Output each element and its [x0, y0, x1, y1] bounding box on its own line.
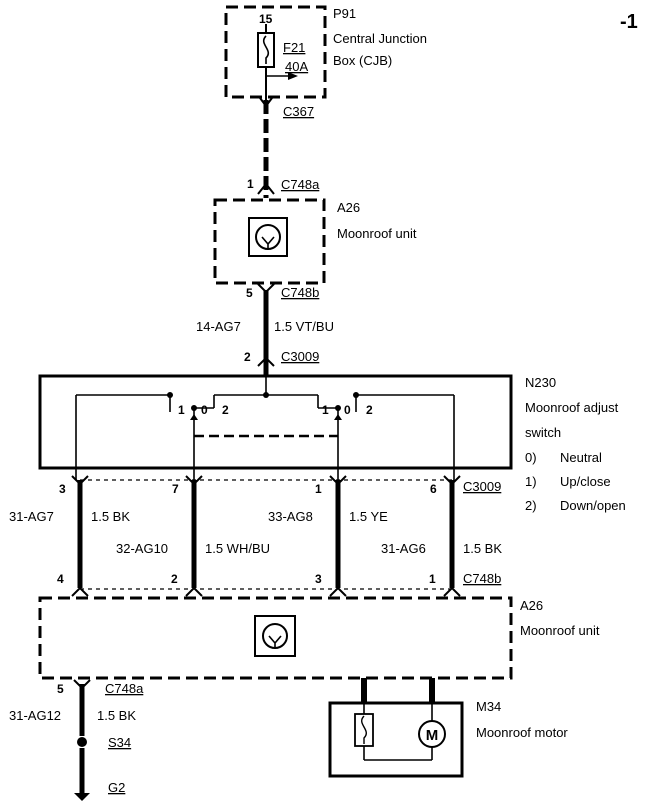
wires-conn-top: C3009	[463, 479, 501, 494]
a26-bottom-name: Moonroof unit	[520, 623, 600, 638]
switch-pos-2-left: 2	[222, 403, 229, 417]
ground-conn: C748a	[105, 681, 144, 696]
wire-4-circuit: 31-AG6	[381, 541, 426, 556]
junction-dot	[263, 392, 269, 398]
legend-num-1: 1)	[525, 474, 537, 489]
switch-pos-2-right: 2	[366, 403, 373, 417]
motor-ref: M34	[476, 699, 501, 714]
switch-pos-0-right: 0	[344, 403, 351, 417]
wire-1-pin-top: 3	[59, 482, 66, 496]
switch-pos-0-left: 0	[201, 403, 208, 417]
ground-spec: 1.5 BK	[97, 708, 136, 723]
cjb-pin: 15	[259, 12, 273, 26]
a26-top-ref: A26	[337, 200, 360, 215]
cjb-name-2: Box (CJB)	[333, 53, 392, 68]
switch-legend: 0) Neutral 1) Up/close 2) Down/open	[525, 450, 626, 513]
page-marker: -1	[620, 11, 638, 33]
wire-feed-spec: 1.5 VT/BU	[274, 319, 334, 334]
wire-3-spec: 1.5 YE	[349, 509, 388, 524]
ground-pin: 5	[57, 682, 64, 696]
fuse-id: F21	[283, 40, 305, 55]
fuse-element	[262, 35, 270, 64]
legend-text-2: Down/open	[560, 498, 626, 513]
a26-top-pin-out: 5	[246, 286, 253, 300]
switch-conn-in: C3009	[281, 349, 319, 364]
a26-top-box	[213, 198, 326, 285]
wire-3-circuit: 33-AG8	[268, 509, 313, 524]
wire-1-circuit: 31-AG7	[9, 509, 54, 524]
switch-internal	[75, 376, 455, 480]
splice-dot	[77, 737, 87, 747]
switch-pos-1-right: 1	[322, 403, 329, 417]
legend-num-0: 0)	[525, 450, 537, 465]
wire-2-pin-top: 7	[172, 482, 179, 496]
wire-bundle	[77, 479, 455, 590]
wire-2-spec: 1.5 WH/BU	[205, 541, 270, 556]
a26-top-conn-out: C748b	[281, 285, 319, 300]
a26-bottom-box	[38, 596, 513, 680]
fuse-rating: 40A	[285, 59, 308, 74]
cjb-ref: P91	[333, 6, 356, 21]
legend-text-1: Up/close	[560, 474, 611, 489]
arrow-right-icon	[288, 72, 298, 80]
wire-3-pin-bottom: 3	[315, 572, 322, 586]
ground-arrow-icon	[74, 793, 90, 801]
switch-pin-in: 2	[244, 350, 251, 364]
wire-feed-circuit: 14-AG7	[196, 319, 241, 334]
switch-box	[38, 374, 513, 470]
wire-2-circuit: 32-AG10	[116, 541, 168, 556]
cjb-box	[224, 5, 327, 99]
a26-top-pin-in: 1	[247, 177, 254, 191]
switch-name-1: Moonroof adjust	[525, 400, 619, 415]
motor-symbol: M	[426, 727, 439, 744]
switch-ref: N230	[525, 375, 556, 390]
ground-splice: S34	[108, 735, 131, 750]
wire-4-spec: 1.5 BK	[463, 541, 502, 556]
wire-2-pin-bottom: 2	[171, 572, 178, 586]
wire-4-pin-bottom: 1	[429, 572, 436, 586]
ground-ref: G2	[108, 780, 125, 795]
legend-num-2: 2)	[525, 498, 537, 513]
a26-top-name: Moonroof unit	[337, 226, 417, 241]
cjb-connector: C367	[283, 104, 314, 119]
cjb-block: 15 F21 40A P91 Central Junction Box (CJB…	[224, 5, 427, 100]
module-icon-bottom	[254, 615, 296, 657]
legend-text-0: Neutral	[560, 450, 602, 465]
motor-name: Moonroof motor	[476, 725, 568, 740]
a26-top-conn-in: C748a	[281, 177, 320, 192]
wire-3-pin-top: 1	[315, 482, 322, 496]
switch-name-2: switch	[525, 425, 561, 440]
wire-1-spec: 1.5 BK	[91, 509, 130, 524]
wire-4-pin-top: 6	[430, 482, 437, 496]
switch-pos-1-left: 1	[178, 403, 185, 417]
module-icon	[248, 217, 288, 257]
motor-box	[328, 701, 464, 778]
ground-circuit: 31-AG12	[9, 708, 61, 723]
wires-conn-bottom: C748b	[463, 571, 501, 586]
cjb-name-1: Central Junction	[333, 31, 427, 46]
wire-1-pin-bottom: 4	[57, 572, 64, 586]
a26-bottom-ref: A26	[520, 598, 543, 613]
